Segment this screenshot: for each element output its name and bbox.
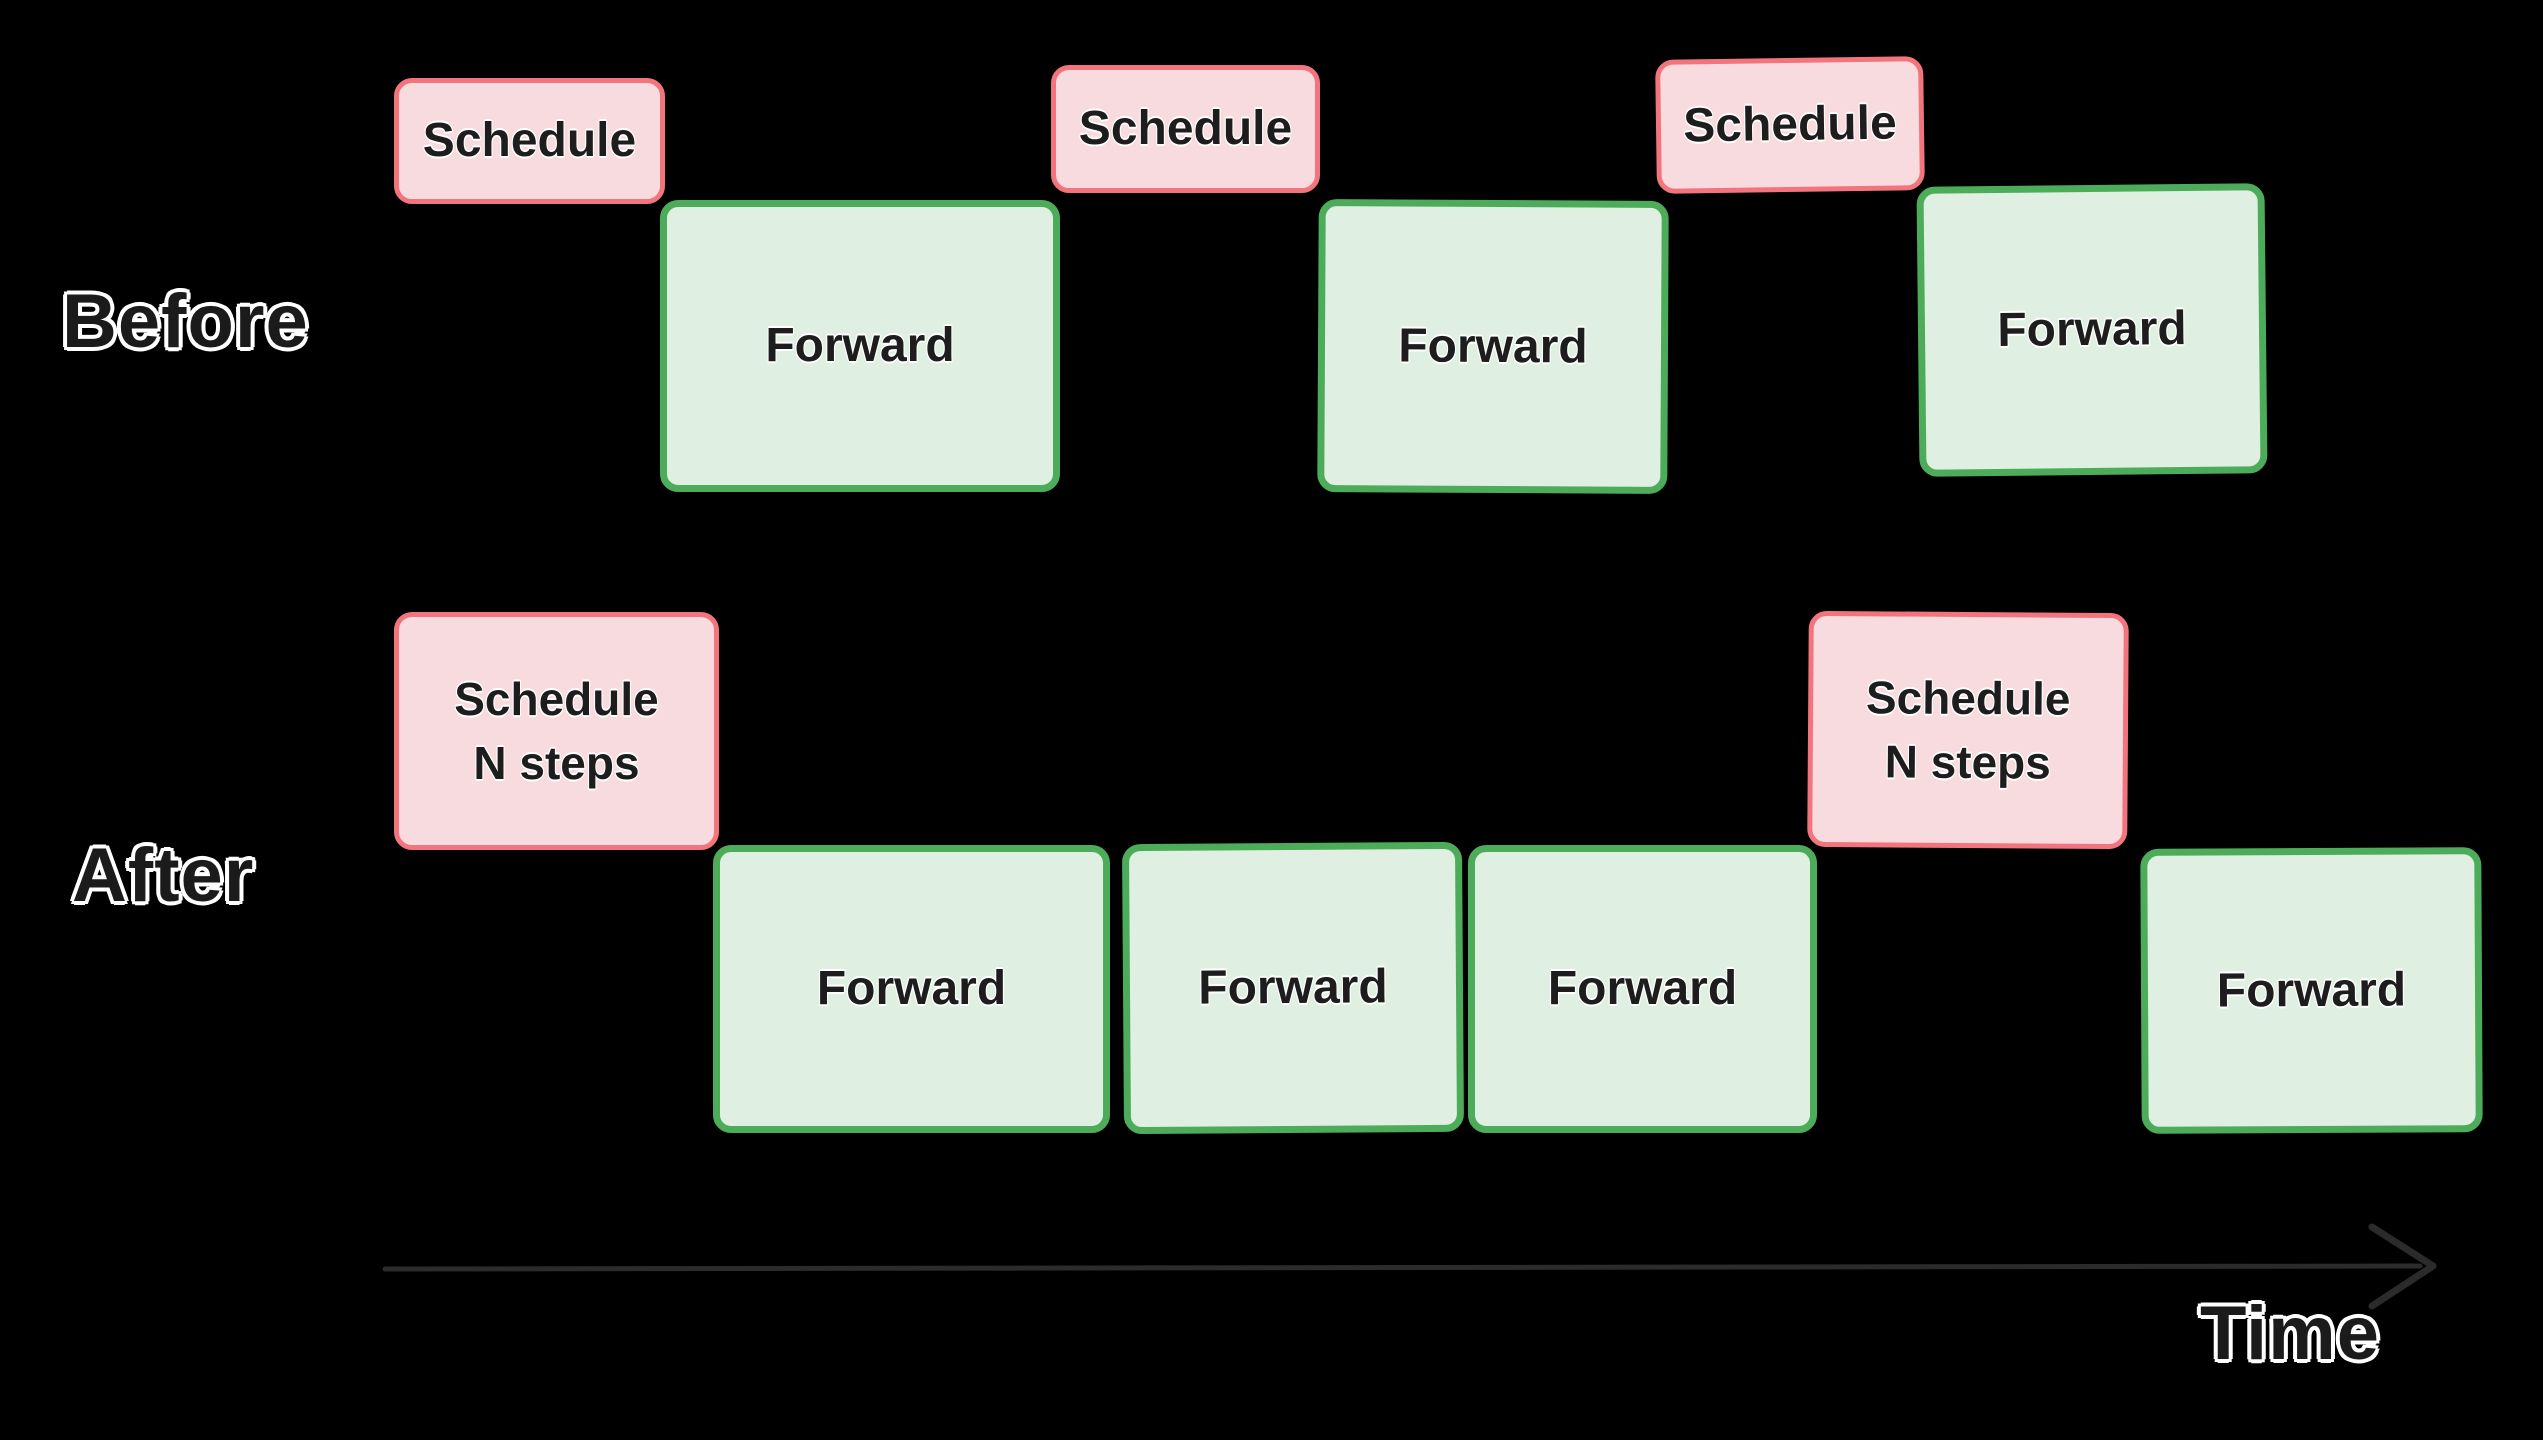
after-row-label: After — [72, 833, 255, 918]
schedule-n-steps-block: Schedule N steps — [1807, 610, 2129, 850]
forward-label: Forward — [1547, 962, 1738, 1016]
schedule-block: Schedule — [1655, 56, 1925, 194]
schedule-label: Schedule — [1078, 102, 1293, 156]
schedule-block: Schedule — [394, 78, 665, 204]
forward-block: Forward — [2140, 847, 2483, 1134]
forward-block: Forward — [1468, 845, 1817, 1133]
schedule-n-steps-label: Schedule N steps — [1865, 670, 2071, 789]
schedule-n-steps-block: Schedule N steps — [394, 612, 719, 850]
schedule-label: Schedule — [422, 114, 637, 168]
before-row-label: Before — [62, 279, 309, 364]
schedule-block: Schedule — [1051, 65, 1320, 193]
schedule-label: Schedule — [1682, 96, 1898, 153]
forward-label: Forward — [1398, 319, 1588, 374]
forward-block: Forward — [1121, 841, 1465, 1135]
forward-block: Forward — [713, 845, 1110, 1133]
forward-label: Forward — [816, 962, 1007, 1016]
forward-label: Forward — [2216, 963, 2407, 1018]
forward-block: Forward — [660, 200, 1060, 492]
forward-label: Forward — [1198, 960, 1388, 1016]
forward-block: Forward — [1916, 183, 2268, 477]
forward-label: Forward — [765, 319, 955, 373]
schedule-n-steps-label: Schedule N steps — [454, 672, 659, 789]
forward-block: Forward — [1317, 199, 1669, 494]
forward-label: Forward — [1997, 302, 2187, 358]
time-axis-label: Time — [2200, 1291, 2381, 1376]
